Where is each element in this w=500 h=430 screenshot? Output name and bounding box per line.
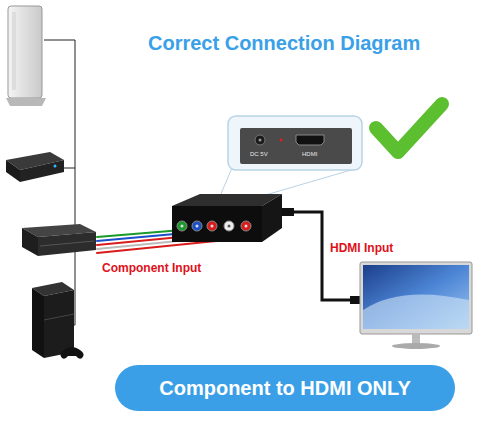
- wii-console: [6, 6, 46, 106]
- monitor: [360, 262, 472, 349]
- ps4-console: [32, 282, 84, 359]
- device-wires: [44, 40, 96, 325]
- converter-box: [172, 194, 282, 242]
- dvd-player: [6, 152, 64, 182]
- game-console: [22, 224, 96, 256]
- port-label: HDMI: [302, 151, 317, 158]
- check-mark: [376, 104, 442, 152]
- inset-leaders: [220, 168, 358, 196]
- port-label: DC 5V: [250, 151, 268, 158]
- node-text: Component to HDMI ONLY: [159, 377, 410, 400]
- input-label: HDMI Input: [328, 242, 395, 256]
- diagram-title: Correct Connection Diagram: [148, 32, 420, 55]
- banner-pill: Component to HDMI ONLY: [115, 365, 455, 411]
- hdmi-cable: [282, 208, 362, 304]
- back-panel-inset: [228, 116, 362, 170]
- input-label: Component Input: [100, 262, 203, 276]
